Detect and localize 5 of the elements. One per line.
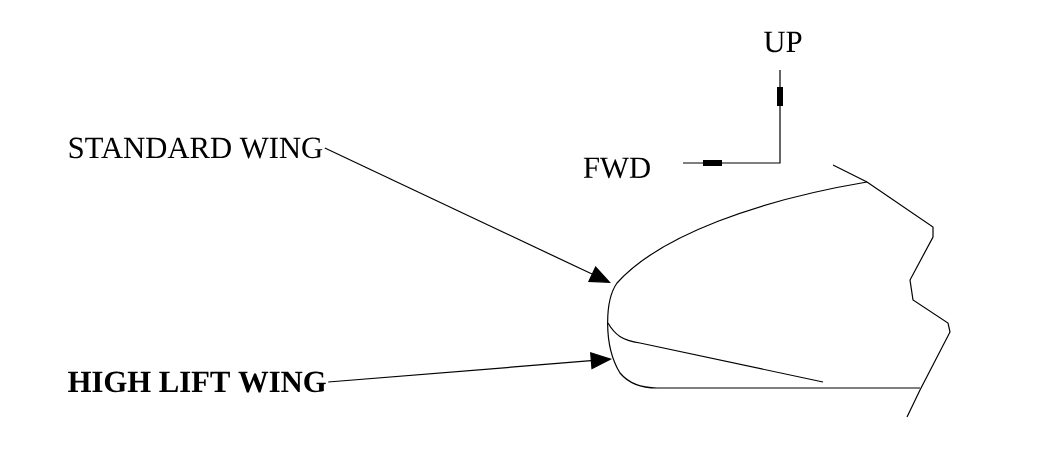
leader-arrow	[324, 147, 611, 283]
direction-label: UP	[764, 31, 802, 53]
callout-label: HIGH LIFT WING	[68, 371, 326, 393]
callout-label: STANDARD WING	[69, 137, 323, 159]
direction-label: FWD	[583, 157, 650, 179]
